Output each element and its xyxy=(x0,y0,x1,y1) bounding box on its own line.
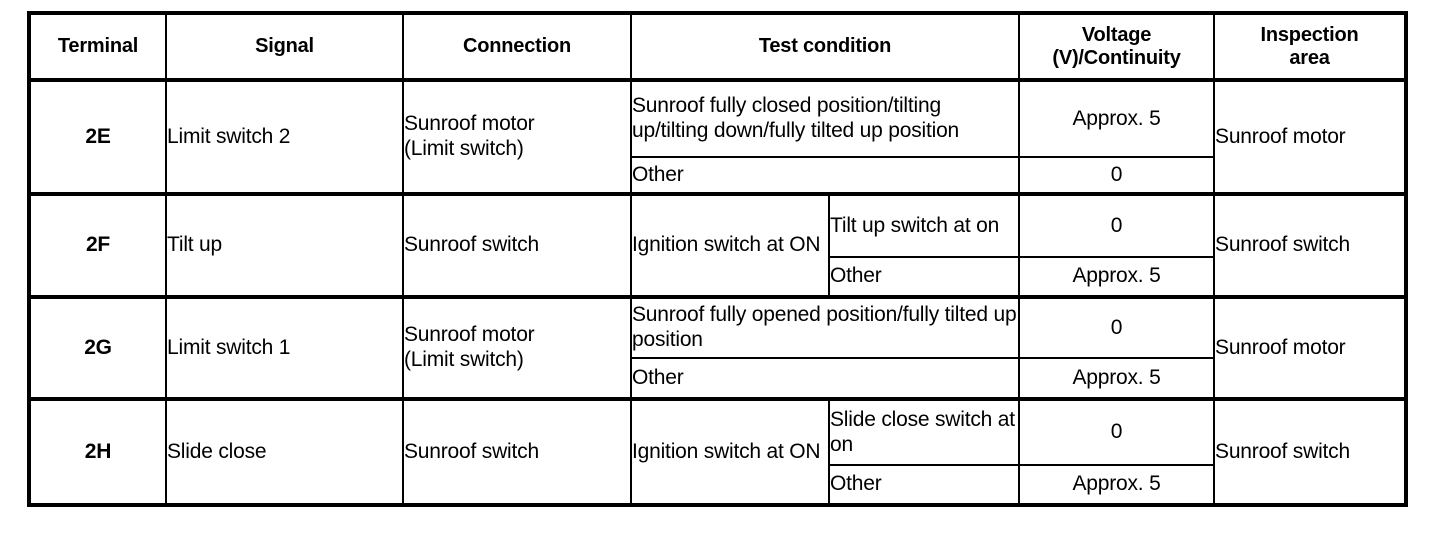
cell-test-condition-group: Ignition switch at ON xyxy=(630,192,830,298)
connection-line-1: Sunroof motor xyxy=(404,323,535,347)
cell-connection: Sunroof switch xyxy=(402,397,632,506)
cell-test-condition: Other xyxy=(629,156,1021,195)
column-header-terminal: Terminal xyxy=(28,12,167,81)
cell-connection: Sunroof motor (Limit switch) xyxy=(402,78,632,195)
table-row: Other Approx. 5 xyxy=(29,256,1406,298)
table-row: Other 0 xyxy=(29,156,1406,195)
cell-voltage: Approx. 5 xyxy=(1018,357,1216,400)
column-header-test-condition: Test condition xyxy=(629,12,1021,81)
cell-terminal: 2F xyxy=(28,192,167,298)
cell-signal: Slide close xyxy=(165,397,404,506)
cell-test-condition: Tilt up switch at on xyxy=(827,192,1021,258)
cell-connection: Sunroof motor (Limit switch) xyxy=(402,295,632,400)
connection-line-1: Sunroof motor xyxy=(404,112,535,136)
table-row: 2F Tilt up Sunroof switch Ignition switc… xyxy=(28,192,1408,298)
column-header-inspection-area: Inspection area xyxy=(1213,12,1408,81)
cell-test-condition: Other xyxy=(827,256,1021,298)
cell-test-condition: Other xyxy=(629,357,1021,400)
cell-voltage: 0 xyxy=(1018,295,1216,359)
table-row: 2H Slide close Sunroof switch Ignition s… xyxy=(28,397,1408,506)
cell-signal: Limit switch 2 xyxy=(165,78,404,195)
cell-test-condition: Other xyxy=(827,464,1021,506)
cell-test-condition: Sunroof fully opened position/fully tilt… xyxy=(629,295,1021,359)
cell-voltage: Approx. 5 xyxy=(1018,464,1216,506)
connection-line-2: (Limit switch) xyxy=(404,348,524,371)
voltage-header-line-1: Voltage xyxy=(1081,24,1152,47)
cell-inspection-area: Sunroof switch xyxy=(1213,192,1408,298)
cell-inspection-area: Sunroof switch xyxy=(1213,397,1408,506)
column-header-voltage-continuity: Voltage (V)/Continuity xyxy=(1018,12,1216,81)
table-row: 2E Limit switch 2 Sunroof motor (Limit s… xyxy=(28,78,1408,195)
column-header-signal: Signal xyxy=(165,12,404,81)
table-body: 2E Limit switch 2 Sunroof motor (Limit s… xyxy=(28,78,1408,506)
cell-signal: Limit switch 1 xyxy=(165,295,404,400)
cell-voltage: Approx. 5 xyxy=(1018,256,1216,298)
cell-voltage: 0 xyxy=(1018,397,1216,466)
cell-connection: Sunroof switch xyxy=(402,192,632,298)
cell-inspection-area: Sunroof motor xyxy=(1213,295,1408,400)
table-row: Other Approx. 5 xyxy=(29,357,1406,400)
cell-test-condition-group: Ignition switch at ON xyxy=(630,397,830,506)
cell-voltage: 0 xyxy=(1018,156,1216,195)
table-row: Other Approx. 5 xyxy=(29,464,1406,506)
column-header-connection: Connection xyxy=(402,12,632,81)
table-header: Terminal Signal Connection Test conditio… xyxy=(28,12,1408,81)
inspection-header-line-2: area xyxy=(1289,46,1330,69)
cell-voltage: 0 xyxy=(1018,192,1216,258)
cell-terminal: 2E xyxy=(28,78,167,195)
table-row: 2G Limit switch 1 Sunroof motor (Limit s… xyxy=(28,295,1408,400)
voltage-header-line-2: (V)/Continuity xyxy=(1052,46,1181,69)
cell-terminal: 2H xyxy=(28,397,167,506)
cell-inspection-area: Sunroof motor xyxy=(1213,78,1408,195)
cell-signal: Tilt up xyxy=(165,192,404,298)
inspection-header-line-1: Inspection xyxy=(1260,24,1359,47)
terminal-inspection-table: Terminal Signal Connection Test conditio… xyxy=(27,11,1409,507)
cell-voltage: Approx. 5 xyxy=(1018,78,1216,158)
header-row: Terminal Signal Connection Test conditio… xyxy=(28,12,1408,81)
cell-test-condition: Slide close switch at on xyxy=(827,397,1021,466)
cell-test-condition: Sunroof fully closed position/tilting up… xyxy=(629,78,1021,158)
cell-terminal: 2G xyxy=(28,295,167,400)
connection-line-2: (Limit switch) xyxy=(404,137,524,160)
